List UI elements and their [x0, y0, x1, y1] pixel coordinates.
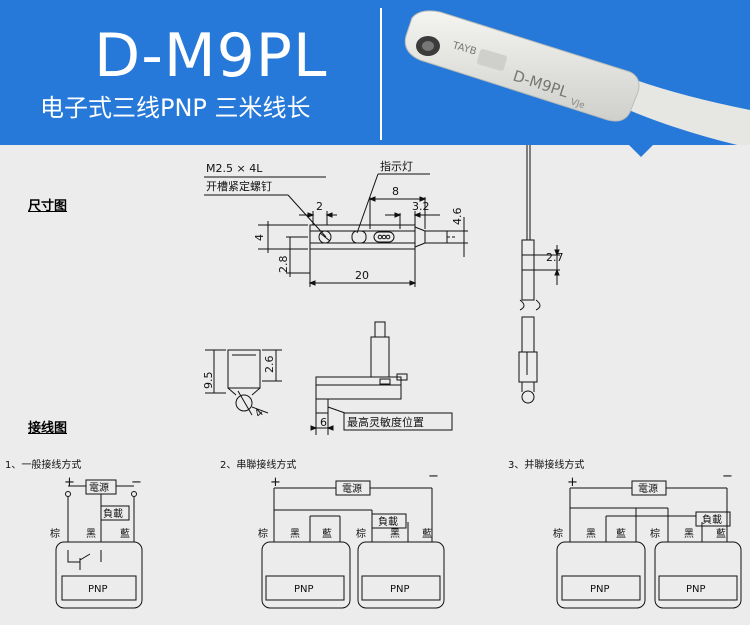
product-photo: TAYB D-M9PL VJe — [404, 10, 750, 145]
black-wire-label-5: 黑 — [684, 528, 694, 540]
pnp-label-4: PNP — [590, 584, 610, 595]
pnp-label-3: PNP — [390, 584, 410, 595]
pnp-label-2: PNP — [294, 584, 314, 595]
model-title: D-M9PL — [94, 21, 328, 91]
dimension-drawing: M2.5 × 4L 开槽紧定螺钉 指示灯 2 8 3.2 4.6 4 2.8 2… — [202, 145, 564, 435]
black-wire-label-3: 黑 — [390, 528, 400, 540]
black-wire-label-4: 黑 — [586, 528, 596, 540]
blue-wire-label-5: 藍 — [716, 527, 726, 540]
black-wire-label-2: 黑 — [290, 528, 300, 540]
load-label-2: 負載 — [378, 516, 398, 528]
header-divider — [380, 8, 382, 140]
screw-spec-label: M2.5 × 4L — [206, 162, 263, 175]
plus-terminal-2: + — [270, 475, 281, 490]
dim-8-label: 8 — [392, 185, 399, 198]
load-label: 負載 — [103, 508, 123, 520]
minus-terminal: − — [131, 475, 142, 490]
dim-3-2-label: 3.2 — [412, 200, 430, 213]
wiring-general-title: 1、一般接线方式 — [5, 458, 81, 471]
power-label-3: 電源 — [638, 482, 658, 495]
brown-wire-label-2: 棕 — [258, 527, 268, 540]
dim-20-label: 20 — [355, 269, 369, 282]
header-notch — [628, 144, 654, 157]
minus-terminal-3: − — [722, 469, 733, 484]
power-label-2: 電源 — [342, 482, 362, 495]
dim-2-7-label: 2.7 — [546, 251, 564, 264]
load-label-3: 負載 — [702, 514, 722, 526]
dim-6-label: 6 — [320, 416, 327, 429]
power-label: 電源 — [89, 481, 109, 494]
wiring-parallel-title: 3、并聯接线方式 — [508, 458, 584, 471]
blue-wire-label-3: 藍 — [422, 527, 432, 540]
blue-wire-label: 藍 — [120, 527, 130, 540]
dim-4-6-label: 4.6 — [451, 208, 464, 226]
blue-wire-label-2: 藍 — [322, 527, 332, 540]
pnp-label: PNP — [88, 584, 108, 595]
brown-wire-label-3: 棕 — [356, 527, 366, 540]
blue-wire-label-4: 藍 — [616, 527, 626, 540]
indicator-label: 指示灯 — [380, 159, 413, 173]
pnp-label-5: PNP — [686, 584, 706, 595]
dim-2-6-label: 2.6 — [263, 356, 276, 374]
screw-name-label: 开槽紧定螺钉 — [206, 179, 272, 193]
dim-4b-label: 4 — [252, 406, 266, 420]
wiring-parallel: 3、并聯接线方式 + − 電源 負載 棕 黑 藍 棕 黑 藍 PNP PNP — [508, 458, 742, 609]
product-label-code: VJe — [569, 97, 586, 111]
plus-terminal: + — [64, 475, 75, 490]
brown-wire-label: 棕 — [50, 527, 60, 540]
plus-terminal-3: + — [567, 475, 578, 490]
section-dimensions: 尺寸图 — [28, 199, 68, 214]
brown-wire-label-5: 棕 — [650, 527, 660, 540]
brown-wire-label-4: 棕 — [553, 527, 563, 540]
header-banner: D-M9PL 电子式三线PNP 三米线长 TAYB D-M9PL VJe — [0, 0, 750, 145]
black-wire-label: 黑 — [86, 528, 96, 540]
section-wiring: 接线图 — [28, 421, 68, 436]
model-subtitle: 电子式三线PNP 三米线长 — [40, 94, 311, 122]
sensing-position-label: 最高灵敏度位置 — [347, 415, 424, 429]
dim-4-label: 4 — [253, 234, 266, 241]
dim-2-label: 2 — [316, 200, 323, 213]
minus-terminal-2: − — [428, 469, 439, 484]
dim-2-8-label: 2.8 — [277, 256, 290, 274]
dim-9-5-label: 9.5 — [202, 372, 215, 390]
wiring-diagrams: 1、一般接线方式 + − 電源 負載 棕 黑 藍 PNP 2、串聯接线方式 + … — [5, 458, 742, 609]
wiring-series: 2、串聯接线方式 + − 電源 負載 棕 黑 藍 棕 黑 藍 PNP PNP — [220, 458, 445, 609]
wiring-series-title: 2、串聯接线方式 — [220, 458, 296, 471]
wiring-general: 1、一般接线方式 + − 電源 負載 棕 黑 藍 PNP — [5, 458, 143, 609]
